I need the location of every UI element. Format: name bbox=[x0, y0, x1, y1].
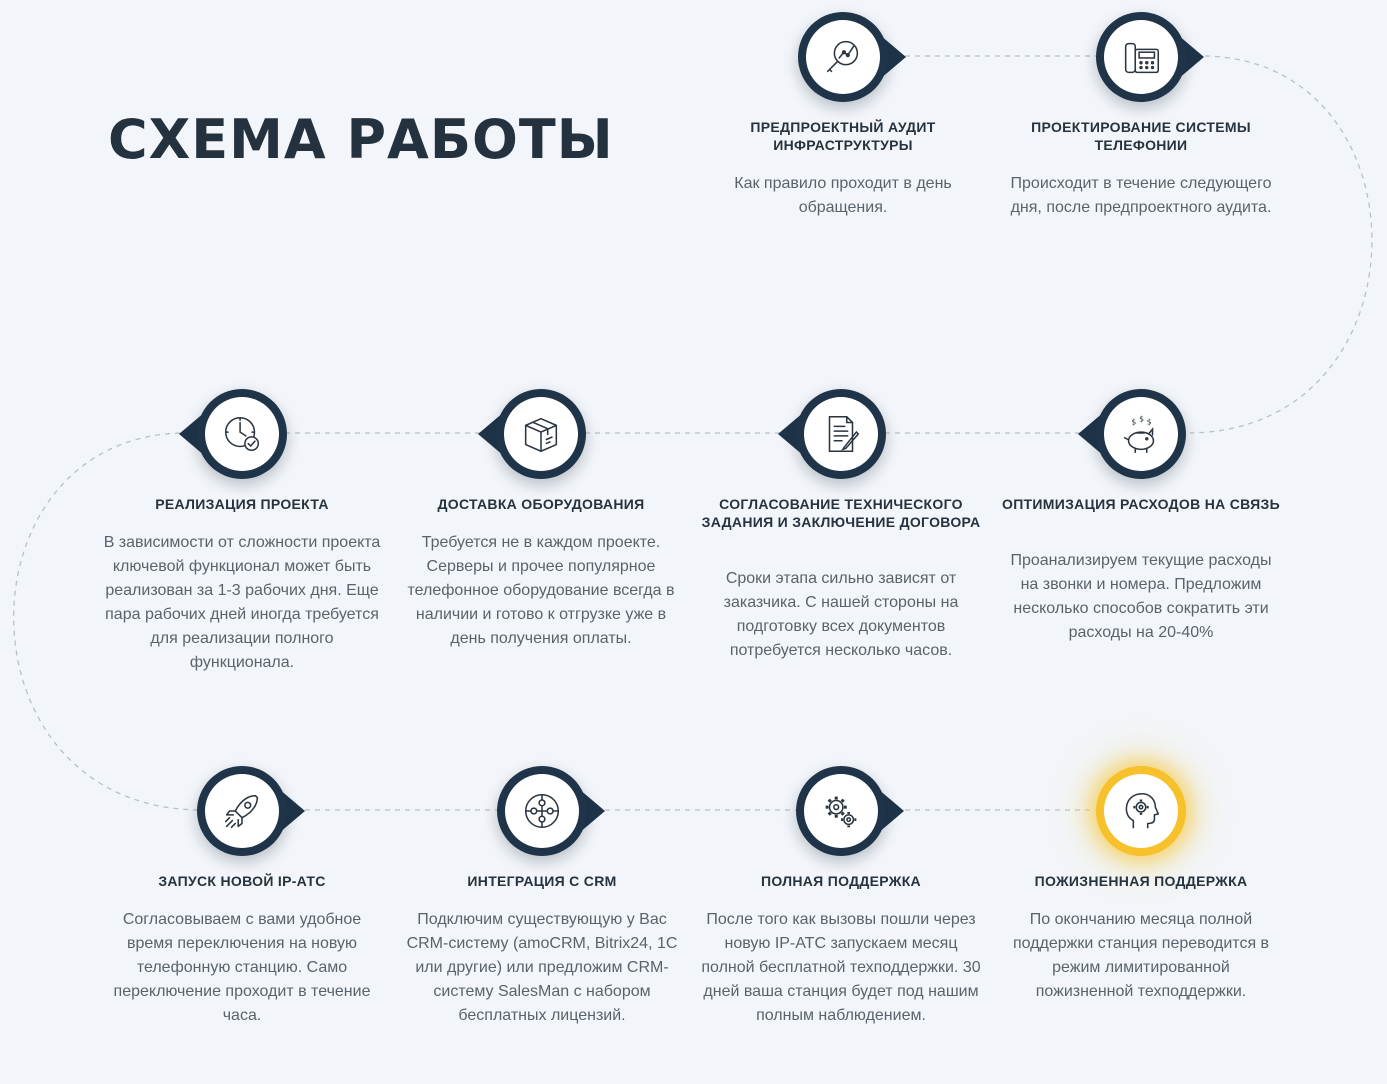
magnifier-chart-icon bbox=[826, 40, 859, 73]
puzzle-icon bbox=[524, 793, 560, 829]
svg-text:$: $ bbox=[1131, 417, 1136, 426]
step-title: ПРЕДПРОЕКТНЫЙ АУДИТ ИНФРАСТРУКТУРЫ bbox=[750, 119, 936, 153]
step-description: Требуется не в каждом проекте. Серверы и… bbox=[407, 534, 675, 647]
office-phone-icon bbox=[1124, 42, 1160, 74]
step-title: ДОСТАВКА ОБОРУДОВАНИЯ bbox=[437, 496, 645, 512]
rocket-icon bbox=[224, 794, 259, 829]
step-title: ПРОЕКТИРОВАНИЕ СИСТЕМЫ ТЕЛЕФОНИИ bbox=[1031, 119, 1251, 153]
contract-pen-icon bbox=[828, 415, 860, 453]
step-title: РЕАЛИЗАЦИЯ ПРОЕКТА bbox=[155, 496, 329, 512]
step-title: ПОЛНАЯ ПОДДЕРЖКА bbox=[761, 873, 921, 889]
step-description: В зависимости от сложности проекта ключе… bbox=[103, 534, 381, 671]
step-title: ЗАПУСК НОВОЙ IP-АТС bbox=[158, 873, 326, 889]
step-description: Как правило проходит в день обращения. bbox=[734, 175, 952, 216]
step-description: После того как вызовы пошли через новую … bbox=[701, 911, 981, 1024]
step-title: СОГЛАСОВАНИЕ ТЕХНИЧЕСКОГО ЗАДАНИЯ И ЗАКЛ… bbox=[701, 496, 981, 530]
package-box-icon bbox=[524, 417, 558, 453]
clock-check-icon bbox=[224, 416, 260, 452]
step-title: ИНТЕГРАЦИЯ С CRM bbox=[467, 873, 617, 889]
step-description: Согласовываем с вами удобное время перек… bbox=[113, 911, 371, 1024]
piggy-bank-icon: $ $ $ bbox=[1123, 415, 1155, 453]
step-title: ОПТИМИЗАЦИЯ РАСХОДОВ НА СВЯЗЬ bbox=[1002, 496, 1280, 512]
page-title: СХЕМА РАБОТЫ bbox=[108, 108, 614, 171]
step-description: По окончанию месяца полной поддержки ста… bbox=[1012, 911, 1270, 1000]
step-title: ПОЖИЗНЕННАЯ ПОДДЕРЖКА bbox=[1034, 873, 1248, 889]
gears-icon bbox=[825, 796, 857, 828]
step-description: Подключим существующую у Вас CRM-систему… bbox=[406, 911, 678, 1024]
svg-text:$: $ bbox=[1147, 417, 1152, 426]
step-description: Сроки этапа сильно зависят от заказчика.… bbox=[723, 570, 959, 659]
step-description: Проанализируем текущие расходы на звонки… bbox=[1010, 552, 1272, 641]
head-gear-icon bbox=[1125, 792, 1160, 829]
step-description: Происходит в течение следующего дня, пос… bbox=[1010, 175, 1272, 216]
svg-text:$: $ bbox=[1139, 415, 1144, 424]
